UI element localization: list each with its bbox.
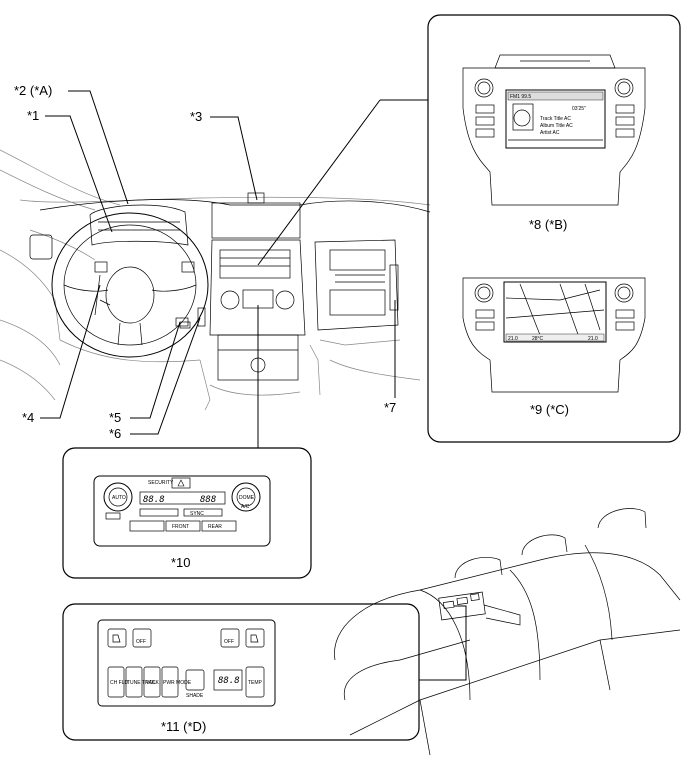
callout-4: *4	[22, 410, 34, 425]
callout-6: *6	[109, 426, 121, 441]
rear-tune-track: TUNE TRACK	[127, 680, 160, 686]
audio-freq: FM1 99.5	[510, 94, 531, 100]
rear-vol: VOL	[146, 680, 156, 686]
audio-time: 03'25"	[572, 106, 586, 112]
navigation-unit-illustration: 21.0 28°C 21.0	[462, 277, 646, 393]
rear-off-right: OFF	[224, 639, 234, 645]
rear-control-box: OFF OFF CH FLD TUNE TRACK VOL PWR MODE S…	[62, 603, 420, 741]
audio-unit-illustration: FM1 99.5 Track Title AC Album Title AC A…	[462, 54, 646, 206]
climate-dome-label: DOME	[239, 495, 255, 501]
rear-temp: TEMP	[248, 680, 263, 686]
rear-ch-fld: CH FLD	[110, 680, 128, 686]
rear-shade: SHADE	[186, 693, 204, 699]
callout-11: *11 (*D)	[161, 719, 206, 734]
rear-pwr-mode: PWR MODE	[163, 680, 192, 686]
nav-right-temp: 21.0	[588, 336, 598, 342]
climate-auto-label: AUTO	[112, 495, 126, 501]
callout-10: *10	[171, 555, 191, 570]
audio-track: Track Title AC	[540, 116, 571, 122]
audio-artist: Artist AC	[540, 130, 560, 136]
climate-control-box: AUTO DOME A/C SECURITY 88.8 888 SYNC FRO…	[62, 447, 312, 579]
glove-box-area-module	[314, 239, 399, 331]
audio-album: Album Title AC	[540, 123, 573, 129]
callout-5: *5	[109, 410, 121, 425]
inset-multimedia-box: FM1 99.5 Track Title AC Album Title AC A…	[427, 14, 681, 443]
dashboard-illustration	[0, 149, 431, 411]
callout-leaders	[40, 90, 467, 681]
callout-9: *9 (*C)	[530, 402, 569, 417]
climate-lcd-left: 88.8	[143, 495, 165, 505]
hazard-icon	[177, 479, 185, 487]
callout-8: *8 (*B)	[529, 217, 567, 232]
rear-lcd: 88.8	[218, 676, 240, 686]
callout-2: *2 (*A)	[14, 83, 52, 98]
rear-seat-illustration	[334, 508, 681, 756]
climate-rear-label: REAR	[208, 524, 222, 530]
steering-pad-switch-area	[175, 307, 206, 329]
steering-wheel	[51, 204, 209, 358]
climate-sync-label: SYNC	[190, 511, 204, 517]
nav-outside-temp: 28°C	[532, 336, 544, 342]
climate-front-label: FRONT	[172, 524, 189, 530]
climate-security-label: SECURITY	[148, 480, 174, 486]
callout-3: *3	[190, 109, 202, 124]
callout-1: *1	[27, 108, 39, 123]
rear-off-left: OFF	[136, 639, 146, 645]
nav-left-temp: 21.0	[508, 336, 518, 342]
climate-lcd-right: 888	[200, 495, 216, 505]
climate-ac-label: A/C	[241, 504, 250, 510]
callout-7: *7	[384, 400, 396, 415]
